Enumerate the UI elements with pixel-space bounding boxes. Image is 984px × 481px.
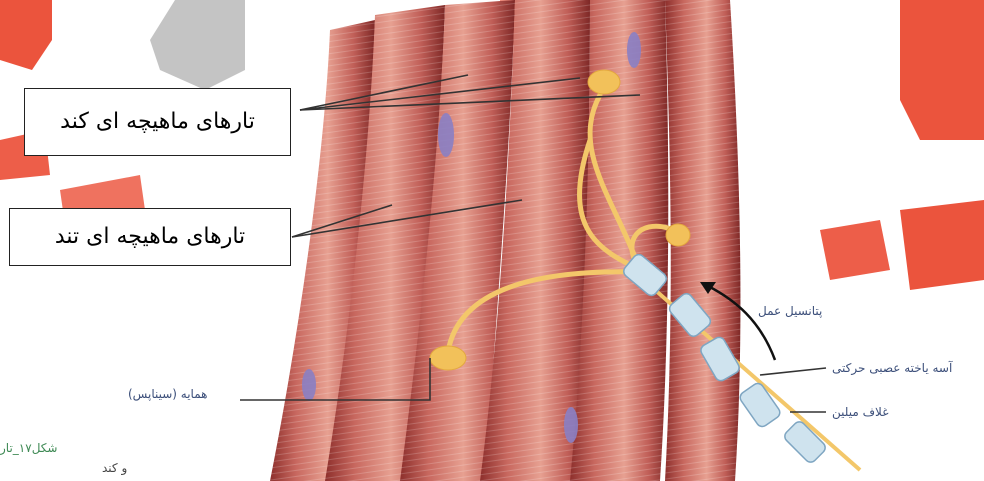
- fast-fibers-label: تارهای ماهیچه ای تند: [9, 208, 291, 266]
- nucleus-icon: [302, 369, 316, 401]
- leader-motor: [760, 368, 826, 375]
- watermark-red-shape-left: [0, 0, 52, 70]
- synapse-terminal: [666, 224, 690, 246]
- nucleus-icon: [564, 407, 578, 443]
- watermark-red-shape-right-top: [900, 0, 984, 140]
- synapse-terminal: [588, 70, 620, 94]
- synapse-terminal: [430, 346, 466, 370]
- watermark-gray-shape: [150, 0, 245, 90]
- watermark-red-shape-right-mid: [900, 200, 984, 290]
- nucleus-icon: [627, 32, 641, 68]
- motor-neuron-label: آسه یاخته عصبی حرکتی: [832, 361, 952, 375]
- synapse-label: همایه (سیناپس): [128, 387, 207, 401]
- slow-fibers-label: تارهای ماهیچه ای کند: [24, 88, 291, 156]
- myelin-segment: [782, 419, 827, 464]
- myelin-sheath-label: غلاف میلین: [832, 405, 888, 419]
- figure-caption-line-2: و کند: [102, 461, 127, 475]
- watermark-red-shape-right-low: [820, 220, 890, 280]
- nucleus-icon: [438, 113, 454, 157]
- action-potential-label: پتانسیل عمل: [758, 304, 822, 318]
- figure-caption-line-1: شکل۱۷_تار: [0, 441, 57, 455]
